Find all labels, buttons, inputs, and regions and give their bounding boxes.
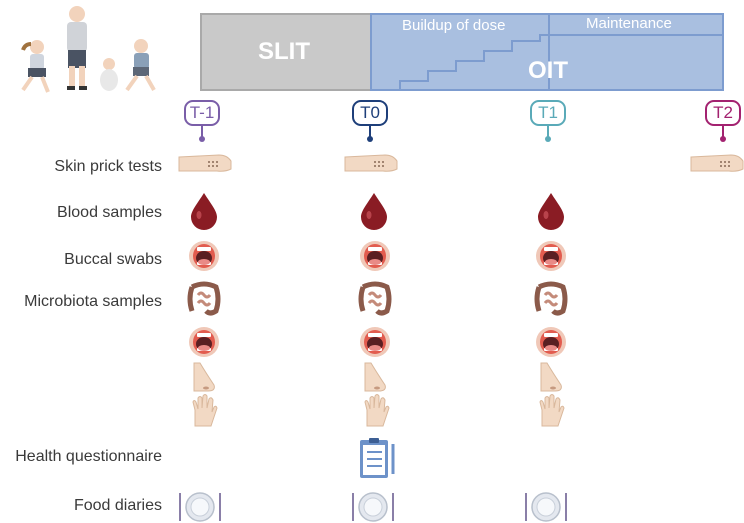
timepoint-label: T2: [705, 100, 741, 126]
timepoint-dot: [720, 136, 726, 142]
timepoint-label: T0: [352, 100, 388, 126]
blood-drop-icon: [538, 193, 564, 230]
mouth-icon: [360, 241, 390, 271]
buildup-label: Buildup of dose: [402, 17, 506, 34]
baby-icon: [100, 58, 118, 91]
timepoint-stem: [547, 126, 549, 138]
blood-drop-icon: [361, 193, 387, 230]
nose-icon: [540, 362, 562, 392]
intestine-icon: [361, 284, 389, 313]
timepoint-label: T-1: [184, 100, 220, 126]
mouth-icon: [189, 241, 219, 271]
blood-drop-icon: [191, 193, 217, 230]
intestine-icon: [190, 284, 218, 313]
mouth-icon: [189, 327, 219, 357]
intestine-icon: [537, 284, 565, 313]
timepoint-stem: [201, 126, 203, 138]
running-boy-icon: [125, 39, 156, 92]
timepoint-stem: [722, 126, 724, 138]
oit-label: OIT: [528, 57, 568, 84]
slit-label: SLIT: [258, 38, 310, 65]
timepoint-dot: [545, 136, 551, 142]
skin-prick-icon: [690, 154, 744, 172]
nose-icon: [364, 362, 386, 392]
hand-icon: [364, 394, 390, 427]
plate-icon: [525, 492, 567, 522]
row-label-health: Health questionnaire: [15, 448, 162, 465]
skin-prick-icon: [178, 154, 232, 172]
row-label-food: Food diaries: [73, 497, 162, 514]
slit-phase-block: [200, 13, 372, 91]
timepoint-stem: [369, 126, 371, 138]
row-label-buccal: Buccal swabs: [64, 251, 162, 268]
plate-icon: [352, 492, 394, 522]
row-label-blood: Blood samples: [57, 204, 162, 221]
mouth-icon: [536, 241, 566, 271]
mouth-icon: [536, 327, 566, 357]
mouth-icon: [360, 327, 390, 357]
timepoint-dot: [199, 136, 205, 142]
hand-icon: [192, 394, 218, 427]
clipboard-icon: [358, 436, 395, 480]
row-label-microbiota: Microbiota samples: [24, 293, 162, 310]
phase-bar: SLIT OIT Buildup of dose Maintenance: [200, 13, 724, 91]
children-illustration: [21, 6, 156, 93]
adult-icon: [67, 6, 87, 90]
skin-prick-icon: [344, 154, 398, 172]
nose-icon: [193, 362, 215, 392]
timepoint-dot: [367, 136, 373, 142]
row-label-skin-prick: Skin prick tests: [54, 158, 162, 175]
timepoint-label: T1: [530, 100, 566, 126]
running-girl-icon: [21, 40, 50, 93]
maintenance-label: Maintenance: [586, 15, 672, 32]
hand-icon: [539, 394, 565, 427]
plate-icon: [179, 492, 221, 522]
buildup-staircase: [399, 13, 724, 91]
